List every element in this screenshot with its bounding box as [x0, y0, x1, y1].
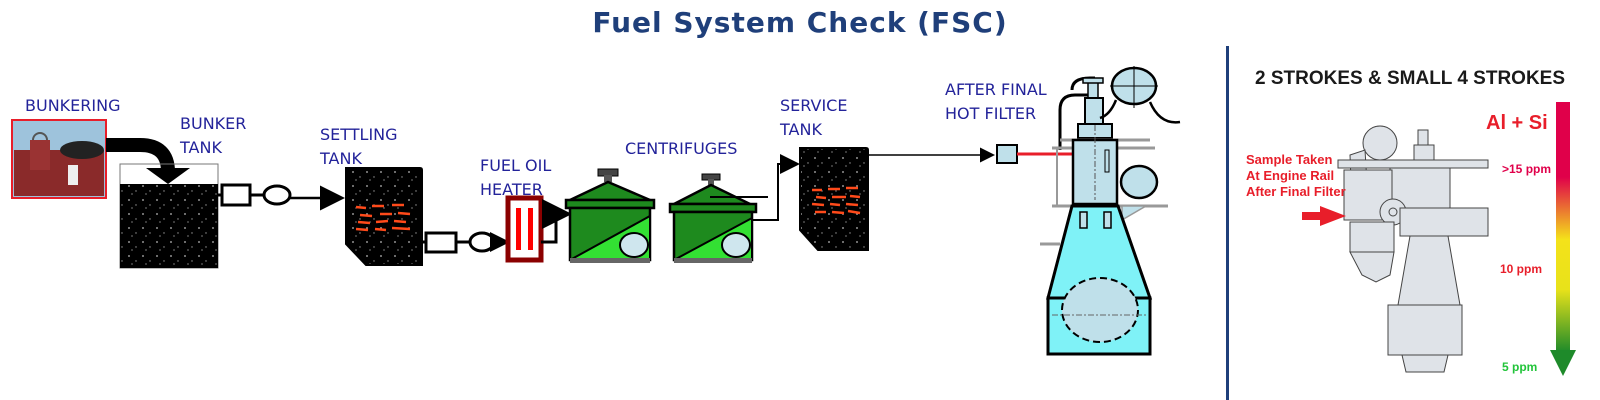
- scale-label-low: 5 ppm: [1502, 360, 1538, 374]
- label-settling-tank: SETTLING TANK: [320, 125, 398, 168]
- al-si-scale-arrow: [1550, 102, 1576, 376]
- final-hot-filter: [996, 144, 1018, 164]
- filter-2: [424, 231, 458, 254]
- service-tank: [799, 147, 869, 251]
- centrifuge-1: [564, 168, 656, 263]
- settling-tank: [345, 167, 423, 266]
- engine-2-stroke: [1040, 66, 1181, 356]
- sample-note: Sample Taken At Engine Rail After Final …: [1246, 152, 1346, 199]
- bunker-tank: [119, 163, 219, 269]
- right-panel-heading: 2 STROKES & SMALL 4 STROKES: [1255, 68, 1566, 89]
- bunkering-photo: [11, 119, 107, 199]
- parameter-label: Al + Si: [1486, 112, 1548, 134]
- pump-2: [468, 231, 496, 253]
- sample-point-arrow: [1302, 206, 1346, 226]
- centrifuge-2: [668, 173, 768, 263]
- fuel-oil-heater: [505, 195, 544, 263]
- scale-label-mid: 10 ppm: [1500, 262, 1543, 276]
- panel-divider: [1226, 46, 1229, 400]
- label-centrifuges: CENTRIFUGES: [625, 139, 738, 158]
- label-service-tank: SERVICE TANK: [780, 96, 848, 139]
- pump-1: [262, 184, 292, 206]
- label-fuel-oil-heater: FUEL OIL HEATER: [480, 156, 552, 199]
- label-after-final-hot-filter: AFTER FINAL HOT FILTER: [945, 80, 1047, 123]
- page-title: Fuel System Check (FSC): [592, 6, 1008, 39]
- label-bunker-tank: BUNKER TANK: [180, 114, 247, 157]
- label-bunkering: BUNKERING: [25, 96, 121, 115]
- engine-grey-illustration: [1337, 125, 1489, 373]
- filter-1: [220, 183, 252, 207]
- scale-label-high: >15 ppm: [1502, 162, 1552, 176]
